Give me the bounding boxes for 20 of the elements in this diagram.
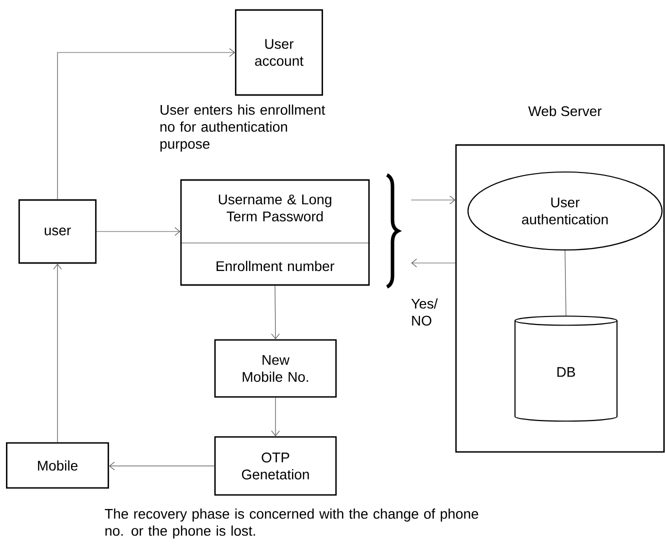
arrow bbox=[411, 258, 456, 268]
node-label: Web Server bbox=[528, 106, 602, 116]
arrow bbox=[53, 264, 62, 443]
arrow bbox=[57, 48, 235, 200]
edge-label: Yes/ NO bbox=[410, 297, 446, 327]
arrow bbox=[271, 285, 280, 340]
note-text: User enters his enrollment no for authentication purpose bbox=[160, 104, 326, 152]
arrow bbox=[271, 397, 280, 436]
arrow bbox=[109, 462, 215, 470]
brace bbox=[386, 174, 400, 288]
process-box: New Mobile No. bbox=[214, 339, 337, 398]
database-cylinder: DB bbox=[514, 316, 618, 422]
device-box: Mobile bbox=[6, 442, 110, 489]
caption: The recovery phase is concerned with the change of phone no. or the phone is lost. bbox=[104, 508, 478, 539]
arrow bbox=[410, 196, 456, 204]
arrow bbox=[96, 227, 180, 236]
credentials-box: Username & Long Term Password Enrollment number bbox=[180, 179, 370, 286]
user-box: user bbox=[18, 199, 97, 264]
account-box: User account bbox=[234, 9, 324, 96]
process-box: OTP Genetation bbox=[214, 436, 337, 496]
